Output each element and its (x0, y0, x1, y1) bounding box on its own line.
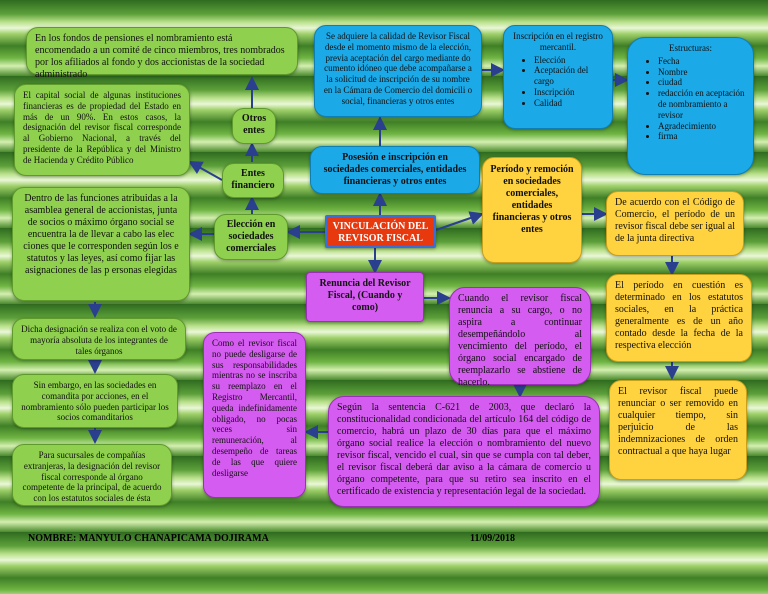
designacion-text: Dicha designación se realiza con el voto… (21, 324, 177, 356)
inscripcion-box: Inscripción en el registro mercantil. El… (503, 25, 613, 129)
cuando-renuncia-box: Cuando el revisor fiscal renuncia a su c… (449, 287, 591, 388)
center-label: VINCULACIÓN DEL REVISOR FISCAL (332, 221, 429, 244)
comandita-text: Sin embargo, en las sociedades en comand… (21, 380, 169, 423)
periodo-cuestion-text: El período en cuestión es determinado en… (615, 280, 743, 351)
como-revisor-box: Como el revisor fiscal no puede desligar… (203, 332, 306, 498)
renuncia-label: Renuncia del Revisor Fiscal, (Cuando y c… (319, 278, 411, 313)
capital-box: El capital social de algunas institucion… (14, 84, 190, 176)
renunciar-box: El revisor fiscal puede renunciar o ser … (609, 380, 747, 480)
periodo-cuestion-box: El período en cuestión es determinado en… (606, 274, 752, 362)
estructuras-list: Fecha Nombre ciudad redacción en aceptac… (636, 56, 745, 142)
entes-financiero-node: Entes financiero (222, 163, 284, 198)
inscripcion-item: Elección (534, 55, 604, 66)
designacion-box: Dicha designación se realiza con el voto… (12, 318, 186, 360)
sentencia-text: Según la sentencia C-621 de 2003, que de… (337, 402, 591, 497)
inscripcion-title: Inscripción en el registro mercantil. (513, 31, 603, 52)
estructuras-item: firma (658, 131, 745, 142)
inscripcion-item: Aceptación del cargo (534, 65, 604, 87)
estructuras-item: ciudad (658, 77, 745, 88)
sentencia-box: Según la sentencia C-621 de 2003, que de… (328, 396, 600, 507)
renuncia-node: Renuncia del Revisor Fiscal, (Cuando y c… (306, 272, 424, 322)
inscripcion-item: Inscripción (534, 87, 604, 98)
estructuras-item: Agradecimiento (658, 121, 745, 132)
codigo-text: De acuerdo con el Código de Comercio, el… (615, 197, 735, 244)
estructuras-title: Estructuras: (669, 43, 712, 53)
estructuras-box: Estructuras: Fecha Nombre ciudad redacci… (627, 37, 754, 175)
estructuras-item: Fecha (658, 56, 745, 67)
center-node: VINCULACIÓN DEL REVISOR FISCAL (325, 215, 436, 248)
eleccion-node: Elección en sociedades comerciales (214, 214, 288, 260)
otros-entes-node: Otros entes (232, 108, 276, 144)
renunciar-text: El revisor fiscal puede renunciar o ser … (618, 386, 738, 457)
otros-entes-label: Otros entes (241, 113, 267, 136)
posesion-label: Posesión e inscripción en sociedades com… (323, 152, 467, 187)
sucursales-box: Para sucursales de compañías extranjeras… (12, 444, 172, 506)
inscripcion-list: Elección Aceptación del cargo Inscripció… (512, 55, 604, 109)
adquiere-box: Se adquiere la calidad de Revisor Fiscal… (314, 25, 482, 117)
pensiones-box: En los fondos de pensiones el nombramien… (26, 27, 298, 80)
codigo-box: De acuerdo con el Código de Comercio, el… (606, 191, 744, 256)
periodo-node: Período y remoción en sociedades comerci… (482, 157, 582, 263)
comandita-box: Sin embargo, en las sociedades en comand… (12, 374, 178, 428)
entes-financiero-label: Entes financiero (231, 168, 275, 191)
arrow-center-to-periodo (435, 211, 484, 231)
estructuras-item: redacción en aceptación de nombramiento … (658, 88, 745, 120)
estructuras-item: Nombre (658, 67, 745, 78)
arrow-entes-to-capital (188, 161, 223, 181)
funciones-text: Dentro de las funciones atribuidas a la … (23, 193, 179, 276)
periodo-label: Período y remoción en sociedades comerci… (490, 164, 574, 235)
date-label: 11/09/2018 (470, 533, 516, 544)
author-name: NOMBRE: MANYULO CHANAPICAMA DOJIRAMA (28, 533, 269, 544)
eleccion-label: Elección en sociedades comerciales (226, 219, 276, 254)
inscripcion-item: Calidad (534, 98, 604, 109)
posesion-node: Posesión e inscripción en sociedades com… (310, 146, 480, 194)
como-revisor-text: Como el revisor fiscal no puede desligar… (212, 338, 297, 478)
funciones-box: Dentro de las funciones atribuidas a la … (12, 187, 190, 301)
pensiones-text: En los fondos de pensiones el nombramien… (35, 33, 285, 80)
sucursales-text: Para sucursales de compañías extranjeras… (22, 450, 162, 504)
cuando-renuncia-text: Cuando el revisor fiscal renuncia a su c… (458, 293, 582, 388)
adquiere-text: Se adquiere la calidad de Revisor Fiscal… (323, 31, 473, 106)
capital-text: El capital social de algunas institucion… (23, 90, 181, 165)
